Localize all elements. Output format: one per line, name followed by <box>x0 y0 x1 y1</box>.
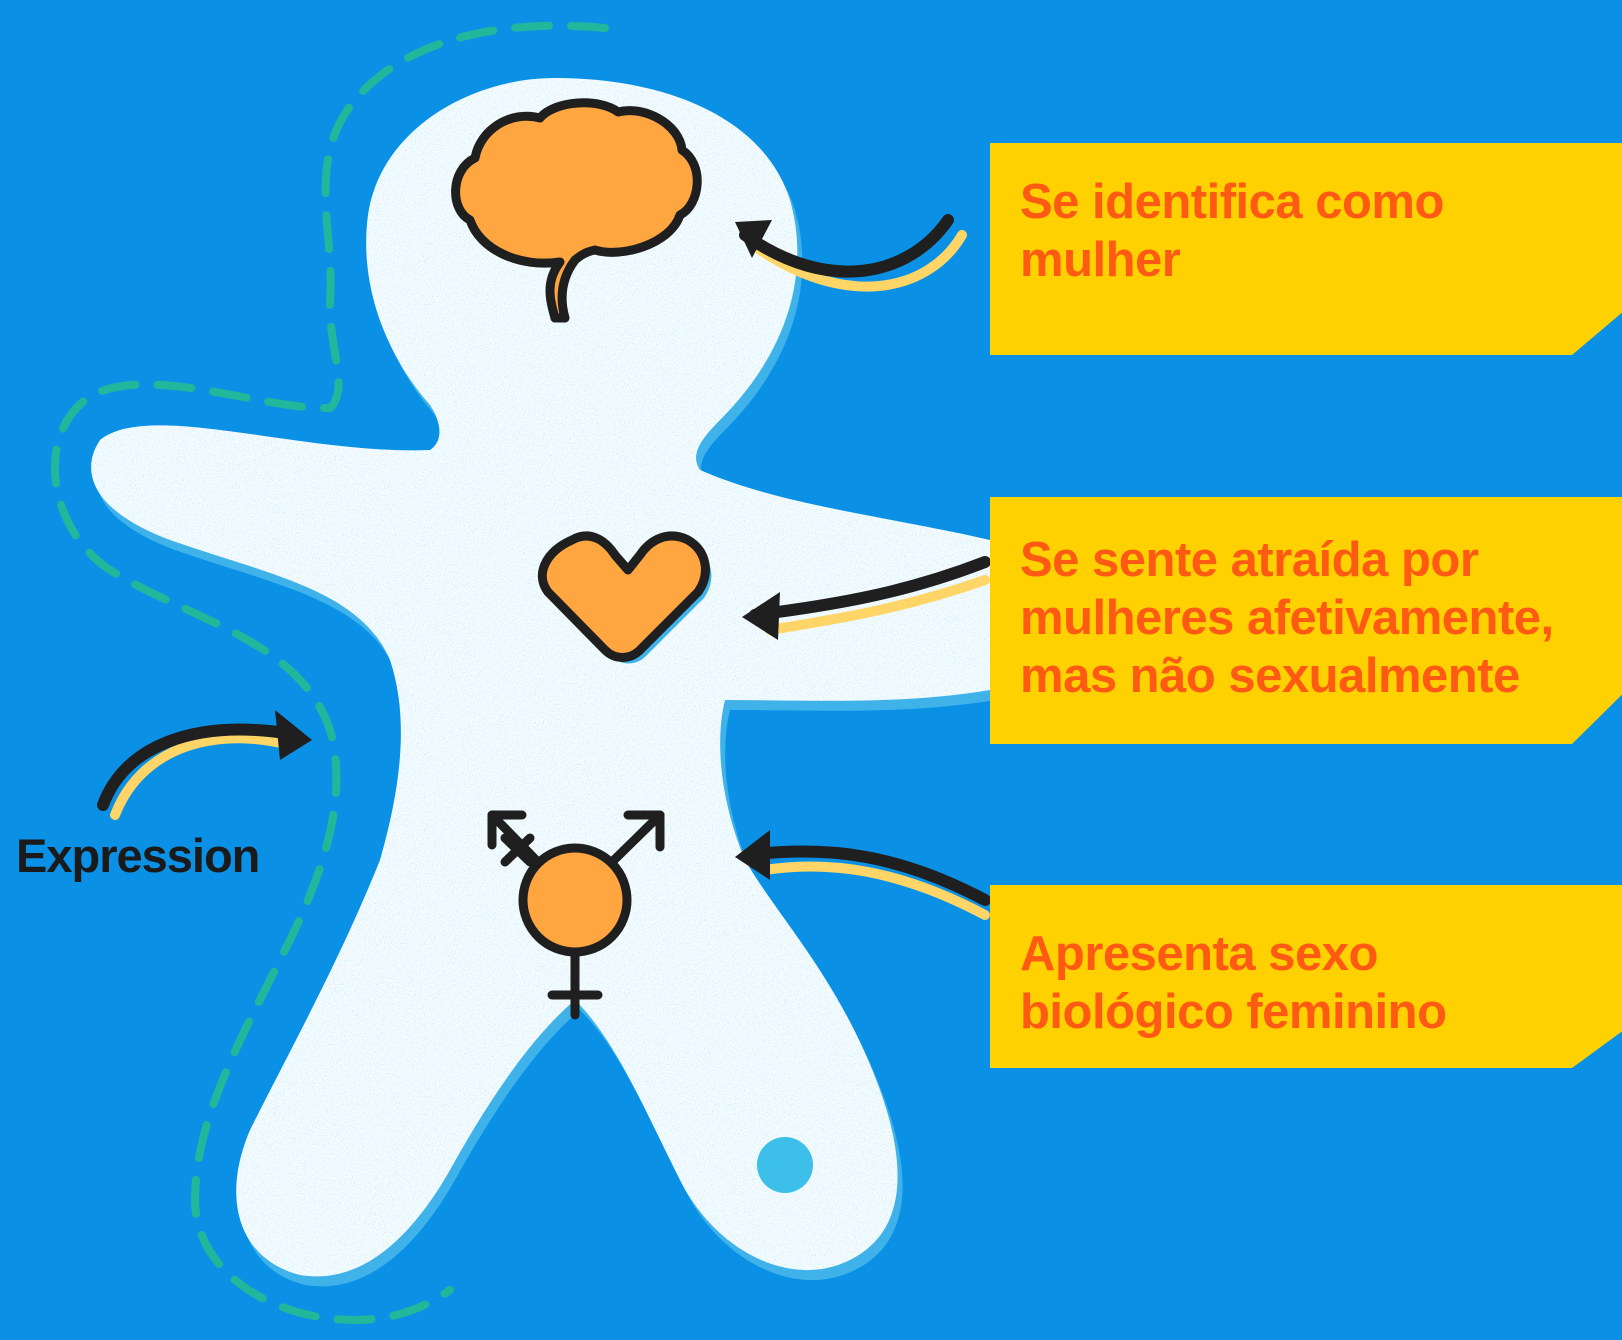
arrow-to-sex-symbol <box>735 830 991 920</box>
heart-icon <box>537 531 712 664</box>
expression-dashed-outline <box>51 21 609 1325</box>
brain-icon <box>451 98 702 323</box>
body-spot <box>757 1137 813 1193</box>
attraction-callout-line: mas não sexualmente <box>1020 649 1520 703</box>
attraction-callout-line: Se sente atraída por <box>1020 533 1479 587</box>
identity-callout-line: Se identifica como <box>1020 175 1444 229</box>
attraction-callout-line: mulheres afetivamente, <box>1020 591 1554 645</box>
attraction-callout: Se sente atraída por mulheres afetivamen… <box>990 497 1622 744</box>
arrow-to-brain <box>735 214 967 292</box>
identity-callout: Se identifica como mulher <box>990 143 1622 355</box>
biological-sex-callout: Apresenta sexo biológico feminino <box>990 885 1622 1068</box>
identity-callout-line: mulher <box>1020 233 1181 287</box>
arrow-to-expression <box>97 710 312 820</box>
expression-label: Expression <box>16 829 260 882</box>
transgender-symbol-icon <box>487 810 665 1020</box>
sex-callout-line: biológico feminino <box>1020 985 1447 1039</box>
sex-callout-line: Apresenta sexo <box>1020 927 1378 981</box>
arrow-to-heart <box>742 556 991 640</box>
